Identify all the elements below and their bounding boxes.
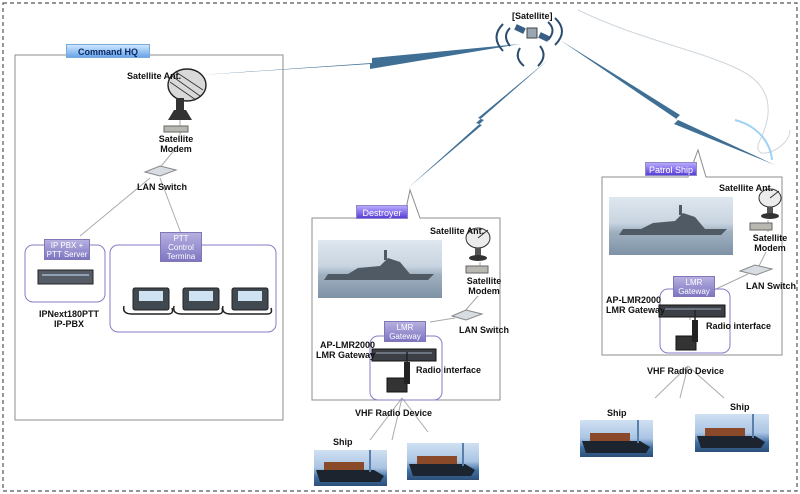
destroyer-gateway-device-icon xyxy=(371,348,437,362)
ship-photo-3 xyxy=(580,420,653,457)
decor-curve xyxy=(577,9,791,154)
hq-pbx-device-icon xyxy=(37,269,94,285)
hq-dish-antenna-icon xyxy=(167,68,207,120)
patrol-sat-ant-label: Satellite Ant. xyxy=(719,183,774,193)
hq-pbx-tag: IP PBX +PTT Server xyxy=(44,239,90,260)
patrol-vhf-label: VHF Radio Device xyxy=(647,366,725,376)
destroyer-title-tag: Destroyer xyxy=(356,205,408,219)
ship-photo-1 xyxy=(314,450,387,486)
patrol-photo xyxy=(609,197,733,255)
patrol-ship-label-1: Ship xyxy=(607,408,627,418)
destroyer-photo xyxy=(318,240,442,298)
ptt-terminal-icon xyxy=(122,287,174,315)
hq-modem-icon xyxy=(163,125,189,133)
ptt-terminal-icon xyxy=(221,287,273,315)
destroyer-radio-interface-label: Radio interface xyxy=(416,365,482,375)
destroyer-sat-ant-label: Satellite Ant. xyxy=(430,226,485,236)
patrol-switch-icon xyxy=(738,264,774,276)
destroyer-radio-icon xyxy=(386,352,410,393)
ship-photo-2 xyxy=(407,443,479,480)
patrol-dish-antenna-icon xyxy=(758,188,782,219)
patrol-modem-icon xyxy=(749,222,773,231)
destroyer-switch-icon xyxy=(450,309,484,321)
patrol-radio-interface-label: Radio interface xyxy=(706,321,772,331)
patrol-radio-icon xyxy=(675,310,698,351)
destroyer-lan-switch-label: LAN Switch xyxy=(459,325,510,335)
link-hq-switch-ptt xyxy=(159,177,183,237)
patrol-gateway-device-icon xyxy=(658,304,726,318)
destroyer-modem-icon xyxy=(465,265,489,274)
link-satellite-patrol xyxy=(560,40,775,165)
destroyer-ship-label: Ship xyxy=(333,437,353,447)
ptt-terminal-icon xyxy=(172,287,224,315)
link-hq-satellite xyxy=(200,44,520,75)
patrol-lan-switch-label: LAN Switch xyxy=(746,281,797,291)
link-hq-switch-pbx xyxy=(79,177,151,237)
satellite-label: [Satellite] xyxy=(512,11,553,21)
patrol-title-tag: Patrol Ship xyxy=(645,162,697,176)
link-satellite-destroyer xyxy=(408,60,548,188)
patrol-ship-label-2: Ship xyxy=(730,402,750,412)
decor-arrow xyxy=(734,119,773,161)
destroyer-vhf-label: VHF Radio Device xyxy=(355,408,433,418)
hq-sat-ant-label: Satellite Ant. xyxy=(127,71,182,81)
hq-frame xyxy=(14,54,284,421)
ship-photo-4 xyxy=(695,414,769,452)
destroyer-dish-antenna-icon xyxy=(465,227,491,261)
hq-title-tag: Command HQ xyxy=(66,44,150,58)
satellite-icon xyxy=(495,17,563,67)
hq-switch-icon xyxy=(143,165,178,177)
hq-lan-switch-label: LAN Switch xyxy=(137,182,188,192)
